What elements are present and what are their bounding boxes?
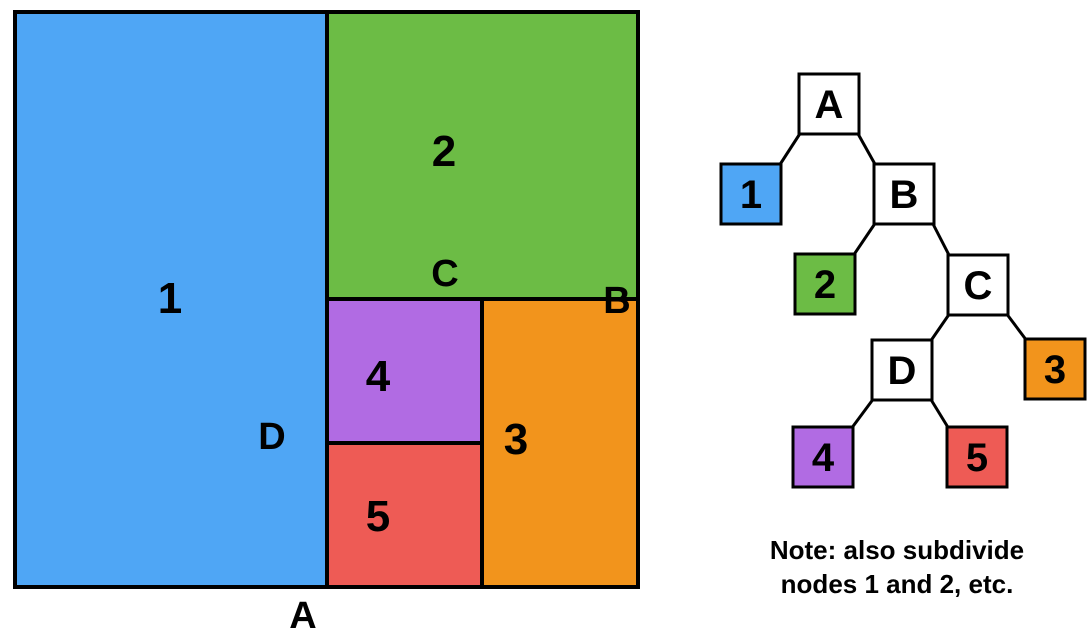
tree-node-label-n5: 5 <box>966 436 988 480</box>
region-label-1: 1 <box>157 274 183 323</box>
region-label-3: 3 <box>503 415 529 464</box>
split-line-C <box>480 299 484 587</box>
tree-node-label-D: D <box>888 349 917 393</box>
tree-edge-A-n1 <box>777 131 803 167</box>
split-label-A: A <box>289 595 317 637</box>
tree-node-D <box>870 338 934 402</box>
tree-node-n1 <box>719 162 783 226</box>
tree-node-C <box>946 253 1010 317</box>
tree-node-label-C: C <box>964 264 993 308</box>
region-4 <box>327 299 482 443</box>
tree-node-A <box>797 72 861 136</box>
note-text: Note: also subdivide nodes 1 and 2, etc. <box>702 533 1092 601</box>
tree-node-B <box>872 162 936 226</box>
tree-edge-B-C <box>930 221 952 258</box>
region-3 <box>482 299 638 587</box>
region-5 <box>327 443 482 587</box>
tree-edge-B-n2 <box>851 221 878 257</box>
region-label-4: 4 <box>365 352 391 401</box>
tree-node-n2 <box>793 252 857 316</box>
tree-edge-D-n4 <box>849 397 876 430</box>
tree-node-label-A: A <box>815 83 844 127</box>
tree-node-label-n4: 4 <box>812 436 835 480</box>
tree-node-n3 <box>1023 337 1087 401</box>
tree-node-n4 <box>791 425 855 489</box>
region-1 <box>15 12 327 587</box>
tree-node-label-B: B <box>890 173 919 217</box>
tree-edge-C-D <box>928 312 952 343</box>
tree-node-label-n2: 2 <box>814 263 836 307</box>
split-label-B: B <box>603 280 631 322</box>
tree-edge-C-n3 <box>1004 312 1029 342</box>
tree-edge-A-B <box>855 131 878 167</box>
split-label-D: D <box>258 416 286 458</box>
note-line-2: nodes 1 and 2, etc. <box>780 569 1014 599</box>
split-line-D <box>327 441 482 445</box>
region-2 <box>327 12 638 299</box>
note-line-1: Note: also subdivide <box>769 535 1025 565</box>
tree-edge-D-n5 <box>928 397 951 430</box>
tree-node-n5 <box>945 425 1009 489</box>
region-label-5: 5 <box>365 492 391 541</box>
region-label-2: 2 <box>431 127 457 176</box>
outer-square-border <box>13 10 640 589</box>
tree-node-label-n1: 1 <box>740 173 762 217</box>
split-label-C: C <box>431 253 459 295</box>
tree-node-label-n3: 3 <box>1044 348 1066 392</box>
